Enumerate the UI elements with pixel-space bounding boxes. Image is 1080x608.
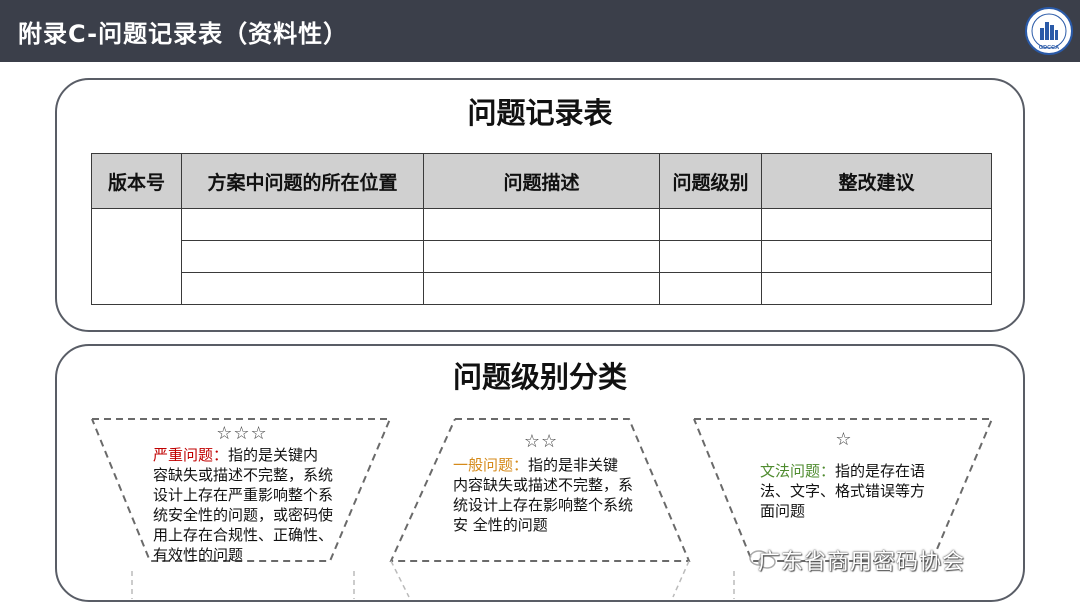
col-level: 问题级别 — [659, 153, 762, 209]
col-version: 版本号 — [91, 153, 182, 209]
col-location: 方案中问题的所在位置 — [181, 153, 424, 209]
version-cell — [91, 208, 182, 305]
trapezoid-shape — [389, 418, 691, 598]
wechat-icon — [749, 550, 776, 569]
page-title: 附录C-问题记录表（资料性） — [18, 20, 349, 48]
table-cell — [761, 240, 992, 273]
table-cell — [181, 208, 424, 241]
category-general: ☆☆ 一般问题：指的是非关键内容缺失或描述不完整，系统设计上存在影响整个系统安 … — [389, 418, 691, 599]
table-cell — [659, 272, 762, 305]
table-cell — [761, 208, 992, 241]
table-header-row: 版本号 方案中问题的所在位置 问题描述 问题级别 整改建议 — [91, 153, 992, 209]
severe-term: 严重问题： — [153, 446, 229, 464]
category-grammar: ☆ 文法问题：指的是存在语法、文字、格式错误等方面问题 — [693, 418, 994, 599]
severe-text: 指的是关键内容缺失或描述不完整，系统设计上存在严重影响整个系统安全性的问题，或密… — [153, 446, 334, 564]
col-description: 问题描述 — [423, 153, 660, 209]
trapezoid-shape — [91, 418, 392, 599]
grammar-text: 指的是存在语法、文字、格式错误等方面问题 — [760, 462, 926, 520]
stars-rating: ☆☆ — [523, 431, 559, 452]
problem-record-table: 版本号 方案中问题的所在位置 问题描述 问题级别 整改建议 — [91, 153, 992, 305]
logo-text: GDCCA — [1039, 45, 1059, 51]
record-table-panel: 问题记录表 版本号 方案中问题的所在位置 问题描述 问题级别 整改建议 — [55, 78, 1025, 332]
general-text: 指的是非关键内容缺失或描述不完整，系统设计上存在影响整个系统安 全性的问题 — [453, 456, 634, 534]
logo-emblem-icon: GDCCA — [1025, 7, 1073, 55]
stars-rating: ☆☆☆ — [216, 423, 268, 444]
general-term: 一般问题： — [453, 456, 529, 474]
table-cell — [659, 240, 762, 273]
table-cell — [423, 272, 660, 305]
grammar-term: 文法问题： — [760, 462, 836, 480]
severe-description: 严重问题：指的是关键内容缺失或描述不完整，系统设计上存在严重影响整个系统安全性的… — [153, 445, 333, 565]
col-suggestion: 整改建议 — [761, 153, 992, 209]
record-table-title: 问题记录表 — [467, 96, 613, 130]
general-description: 一般问题：指的是非关键内容缺失或描述不完整，系统设计上存在影响整个系统安 全性的… — [453, 455, 633, 535]
grammar-description: 文法问题：指的是存在语法、文字、格式错误等方面问题 — [760, 461, 938, 521]
watermark-text: 广东省商用密码协会 — [758, 550, 966, 575]
table-cell — [181, 272, 424, 305]
table-cell — [761, 272, 992, 305]
classification-title: 问题级别分类 — [452, 360, 627, 394]
gdcca-logo: GDCCA — [1024, 6, 1074, 56]
header-bar: 附录C-问题记录表（资料性） GDCCA — [0, 0, 1080, 62]
table-row — [92, 272, 992, 305]
trapezoid-shape — [693, 418, 994, 599]
classification-panel: 问题级别分类 ☆☆☆ 严重问题：指的是关键内容缺失或描述不完整，系统设计上存在严… — [55, 344, 1025, 602]
table-cell — [181, 240, 424, 273]
category-severe: ☆☆☆ 严重问题：指的是关键内容缺失或描述不完整，系统设计上存在严重影响整个系统… — [91, 418, 392, 599]
table-cell — [423, 240, 660, 273]
stars-rating: ☆ — [835, 429, 853, 450]
table-cell — [423, 208, 660, 241]
table-row — [92, 240, 992, 273]
table-cell — [659, 208, 762, 241]
table-row — [91, 208, 992, 305]
